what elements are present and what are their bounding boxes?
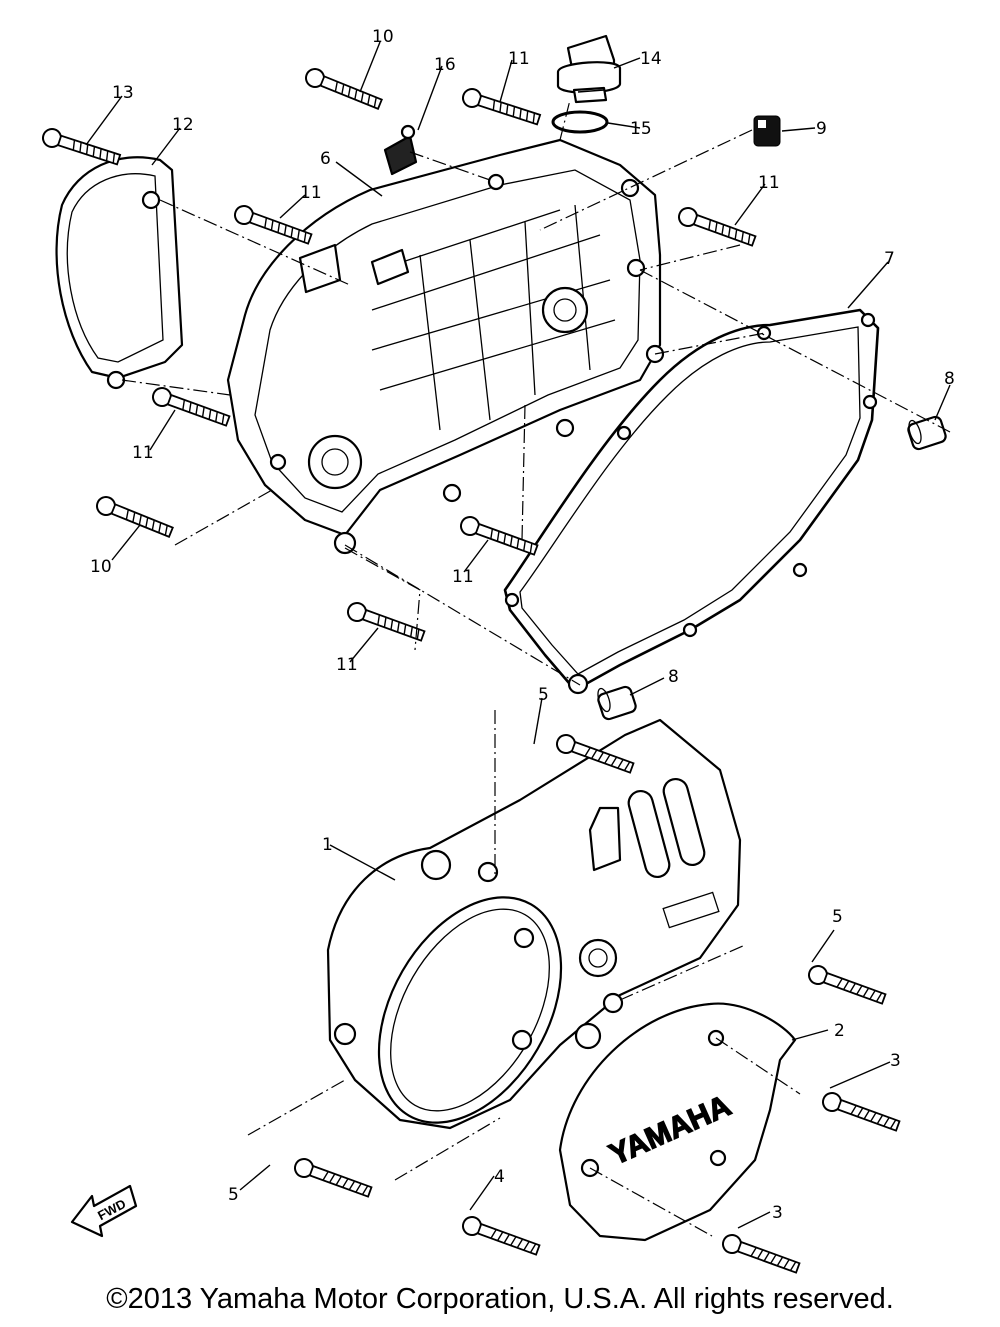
callout-5-left: 5 — [228, 1185, 239, 1205]
leader-lines — [85, 41, 951, 1229]
callout-12: 12 — [172, 115, 194, 135]
callout-11-mid: 11 — [132, 443, 154, 463]
callout-11-center: 11 — [452, 567, 474, 587]
part-15-o-ring — [551, 110, 609, 134]
part-9-cap — [753, 115, 781, 147]
callout-10-top: 10 — [372, 27, 394, 47]
callout-5-right: 5 — [832, 907, 843, 927]
callout-11-bottom: 11 — [336, 655, 358, 675]
alignment-lines — [121, 99, 951, 1237]
bolt-3-lower — [719, 1231, 802, 1278]
callout-15: 15 — [630, 119, 652, 139]
callout-10-lower: 10 — [90, 557, 112, 577]
callout-1: 1 — [322, 835, 333, 855]
bolt-10-upper — [302, 65, 385, 114]
callout-3-lower: 3 — [772, 1203, 783, 1223]
callout-2: 2 — [834, 1021, 845, 1041]
part-1-crankcase-cover-outer — [326, 718, 742, 1130]
bolt-11-left — [231, 202, 314, 249]
callout-6: 6 — [320, 149, 331, 169]
callout-11-top: 11 — [508, 49, 530, 69]
part-12-sprocket-cover — [55, 156, 184, 390]
copyright-notice: ©2013 Yamaha Motor Corporation, U.S.A. A… — [106, 1283, 894, 1315]
bolt-10-lower — [93, 493, 176, 542]
forward-direction-arrow: FWD — [70, 1184, 138, 1238]
callout-16: 16 — [434, 55, 456, 75]
bolt-11-mid-left — [149, 384, 232, 431]
bolt-11-center — [457, 513, 540, 560]
bolt-11-lower — [344, 599, 427, 646]
callout-11-left: 11 — [300, 183, 322, 203]
part-14-oil-filler-cap — [556, 34, 622, 104]
bolt-5-right — [805, 962, 888, 1009]
exploded-view-drawing: YAMAHA — [39, 27, 955, 1278]
bolt-13 — [39, 125, 123, 170]
callout-numbers: 13 12 10 16 11 6 11 11 14 15 9 7 8 11 10… — [90, 27, 955, 1223]
callout-7: 7 — [884, 249, 895, 269]
callout-9: 9 — [816, 119, 827, 139]
callout-13: 13 — [112, 83, 134, 103]
bolt-4 — [459, 1213, 542, 1260]
part-8-dowel-pin-upper — [907, 415, 947, 451]
part-6-crankcase-cover — [226, 138, 665, 555]
bolt-3-upper — [819, 1089, 902, 1136]
part-7-gasket — [503, 308, 880, 695]
part-2-side-cover: YAMAHA — [558, 1002, 797, 1242]
callout-4: 4 — [494, 1167, 505, 1187]
part-8-dowel-pin-lower — [597, 685, 637, 721]
bolt-11-upper — [459, 85, 543, 130]
callout-11-right: 11 — [758, 173, 780, 193]
callout-8-lower: 8 — [668, 667, 679, 687]
bolt-5-left — [291, 1155, 374, 1202]
callout-8-upper: 8 — [944, 369, 955, 389]
callout-14: 14 — [640, 49, 662, 69]
part-16-clamp — [383, 124, 418, 176]
callout-5-top: 5 — [538, 685, 549, 705]
callout-3-upper: 3 — [890, 1051, 901, 1071]
